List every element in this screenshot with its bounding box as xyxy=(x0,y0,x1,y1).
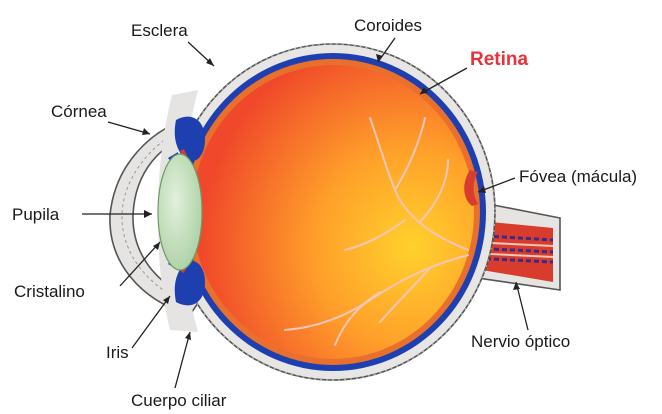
label-esclera: Esclera xyxy=(131,22,188,39)
label-nervio-optico: Nervio óptico xyxy=(471,333,570,350)
label-retina: Retina xyxy=(470,50,528,69)
label-cristalino: Cristalino xyxy=(14,283,85,300)
label-coroides: Coroides xyxy=(354,17,422,34)
label-fovea: Fóvea (mácula) xyxy=(519,168,637,185)
label-pupila: Pupila xyxy=(12,206,59,223)
label-cuerpo-ciliar: Cuerpo ciliar xyxy=(131,392,226,409)
label-iris: Iris xyxy=(106,344,129,361)
lens-shape xyxy=(158,154,202,270)
label-cornea: Córnea xyxy=(51,103,107,120)
vitreous-shape xyxy=(192,65,474,359)
